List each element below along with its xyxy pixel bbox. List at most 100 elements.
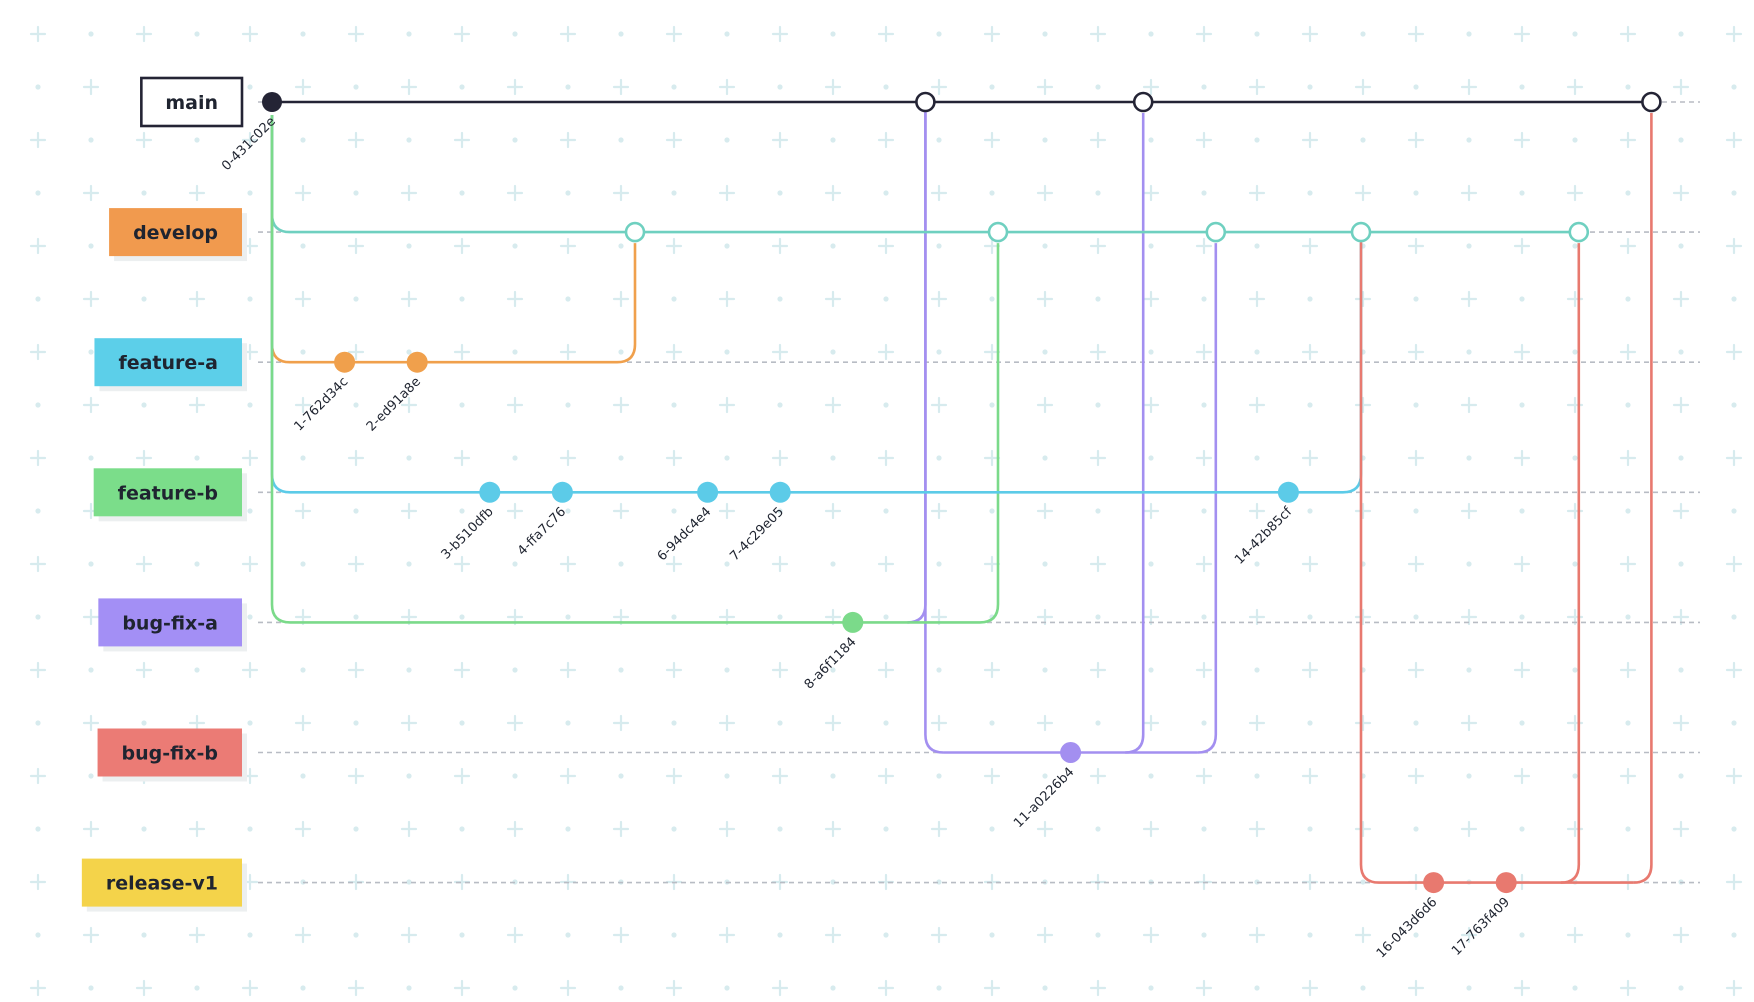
grid-cross	[930, 926, 948, 944]
grid-cross	[241, 661, 259, 679]
grid-cross	[718, 184, 736, 202]
grid-dot	[1413, 508, 1419, 514]
grid-cross	[930, 714, 948, 732]
merge-node	[1641, 91, 1662, 113]
grid-dot	[1519, 402, 1525, 408]
grid-dot	[406, 667, 412, 673]
grid-dot	[1201, 932, 1207, 938]
grid-cross	[771, 237, 789, 255]
grid-cross	[877, 767, 895, 785]
grid-dot	[724, 985, 730, 991]
grid-cross	[877, 661, 895, 679]
grid-cross	[718, 714, 736, 732]
grid-dot	[936, 243, 942, 249]
grid-dot	[1413, 402, 1419, 408]
grid-dot	[777, 614, 783, 620]
grid-dot	[35, 402, 41, 408]
grid-dot	[459, 720, 465, 726]
grid-cross	[241, 131, 259, 149]
grid-dot	[1519, 84, 1525, 90]
grid-cross	[983, 343, 1001, 361]
grid-cross	[1672, 926, 1690, 944]
grid-cross	[1354, 396, 1372, 414]
grid-dot	[936, 455, 942, 461]
grid-cross	[1354, 290, 1372, 308]
grid-dot	[88, 667, 94, 673]
grid-dot	[724, 561, 730, 567]
grid-cross	[559, 449, 577, 467]
grid-dot	[1731, 190, 1737, 196]
grid-cross	[1672, 502, 1690, 520]
grid-dot	[1625, 84, 1631, 90]
grid-dot	[1042, 455, 1048, 461]
grid-cross	[347, 25, 365, 43]
grid-dot	[1731, 84, 1737, 90]
grid-dot	[1678, 455, 1684, 461]
commit-nodes	[262, 91, 1662, 894]
label-text: release-v1	[106, 873, 218, 895]
label-text: bug-fix-a	[122, 612, 218, 634]
grid-cross	[1301, 25, 1319, 43]
grid-dot	[353, 402, 359, 408]
grid-cross	[29, 767, 47, 785]
grid-dot	[1572, 243, 1578, 249]
branch-label-bug-fix-b: bug-fix-b	[97, 728, 247, 782]
grid-cross	[930, 184, 948, 202]
grid-cross	[400, 396, 418, 414]
grid-dot	[1572, 137, 1578, 143]
grid-cross	[1036, 714, 1054, 732]
grid-cross	[930, 78, 948, 96]
grid-cross	[1089, 979, 1107, 997]
grid-dot	[300, 137, 306, 143]
grid-cross	[294, 714, 312, 732]
grid-dot	[1042, 985, 1048, 991]
grid-cross	[559, 661, 577, 679]
grid-cross	[612, 502, 630, 520]
grid-cross	[82, 714, 100, 732]
grid-dot	[1307, 296, 1313, 302]
grid-dot	[512, 243, 518, 249]
grid-cross	[1142, 714, 1160, 732]
grid-dot	[777, 826, 783, 832]
grid-dot	[724, 243, 730, 249]
branch-label-bug-fix-a: bug-fix-a	[98, 598, 247, 652]
grid-dot	[194, 667, 200, 673]
grid-cross	[188, 820, 206, 838]
grid-dot	[247, 826, 253, 832]
grid-dot	[35, 296, 41, 302]
grid-cross	[559, 979, 577, 997]
grid-cross	[347, 237, 365, 255]
grid-dot	[1731, 932, 1737, 938]
grid-dot	[618, 561, 624, 567]
grid-cross	[135, 979, 153, 997]
grid-cross	[82, 608, 100, 626]
grid-cross	[347, 131, 365, 149]
grid-dot	[830, 31, 836, 37]
grid-dot	[406, 985, 412, 991]
grid-cross	[453, 131, 471, 149]
grid-dot	[883, 826, 889, 832]
grid-cross	[824, 502, 842, 520]
grid-dot	[1201, 84, 1207, 90]
grid-dot	[618, 349, 624, 355]
grid-cross	[135, 25, 153, 43]
grid-dot	[1148, 773, 1154, 779]
grid-dot	[1042, 561, 1048, 567]
grid-cross	[400, 820, 418, 838]
grid-dot	[194, 455, 200, 461]
grid-cross	[188, 926, 206, 944]
grid-cross	[1725, 449, 1743, 467]
grid-cross	[665, 237, 683, 255]
edge-feature-b-develop	[1342, 243, 1363, 494]
grid-cross	[1672, 290, 1690, 308]
grid-cross	[1036, 502, 1054, 520]
grid-dot	[936, 31, 942, 37]
grid-cross	[612, 290, 630, 308]
grid-dot	[1201, 720, 1207, 726]
grid-dot	[1148, 243, 1154, 249]
grid-dot	[247, 296, 253, 302]
grid-cross	[1354, 502, 1372, 520]
grid-cross	[1301, 449, 1319, 467]
grid-dot	[565, 508, 571, 514]
grid-dot	[88, 773, 94, 779]
